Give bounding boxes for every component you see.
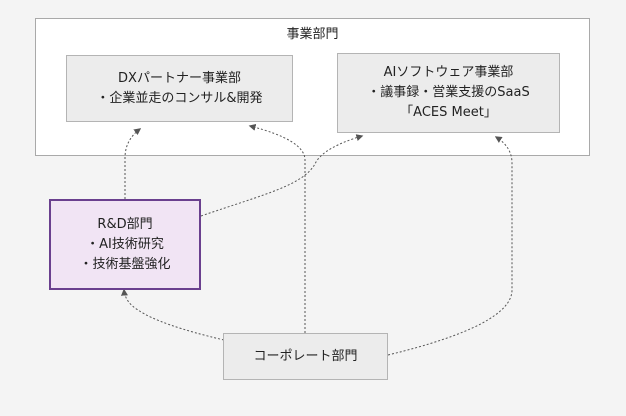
edge-rnd-to-ai-software	[200, 134, 364, 217]
rnd-department-title: R&D部門	[97, 216, 153, 232]
ai-software-division-line-1: ・議事録・営業支援のSaaS	[367, 85, 530, 100]
edge-corporate-to-ai-software	[387, 136, 513, 356]
business-division-label: 事業部門	[286, 27, 339, 42]
dx-partner-division-node: DXパートナー事業部 ・企業並走のコンサル&開発	[66, 55, 293, 122]
edge-rnd-to-dx-partner	[124, 128, 142, 199]
rnd-department-node: R&D部門 ・AI技術研究 ・技術基盤強化	[49, 199, 201, 290]
dx-partner-division-line-1: ・企業並走のコンサル&開発	[96, 90, 263, 106]
rnd-department-line-2: ・技術基盤強化	[79, 256, 171, 272]
edge-corporate-to-dx-partner	[248, 123, 306, 333]
ai-software-division-node: AIソフトウェア事業部 ・議事録・営業支援のSaaS 「ACES Meet」	[337, 53, 560, 133]
edge-corporate-to-rnd	[120, 288, 225, 341]
corporate-department-title: コーポレート部門	[253, 348, 358, 364]
corporate-department-node: コーポレート部門	[223, 333, 388, 380]
dx-partner-division-title: DXパートナー事業部	[118, 70, 241, 86]
rnd-department-line-1: ・AI技術研究	[86, 236, 164, 252]
ai-software-division-line-2: 「ACES Meet」	[400, 105, 497, 120]
ai-software-division-title: AIソフトウェア事業部	[383, 65, 514, 80]
